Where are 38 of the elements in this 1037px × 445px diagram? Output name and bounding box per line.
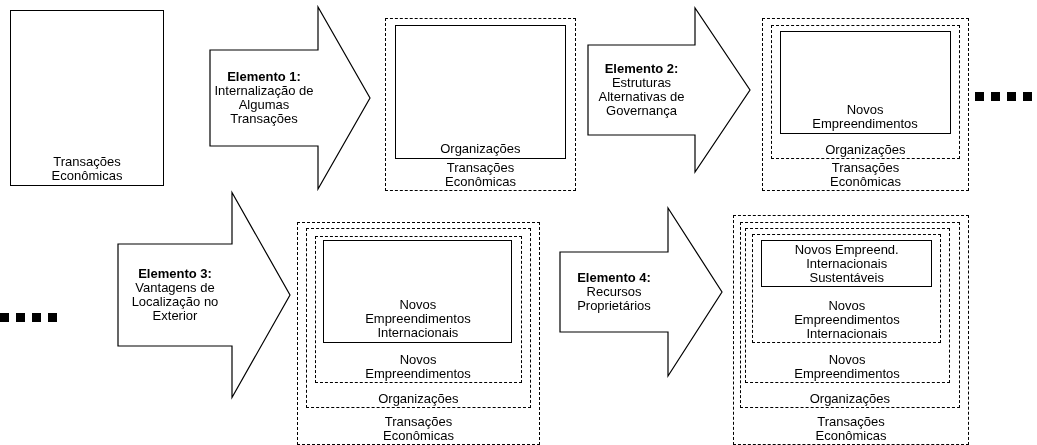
- dashed-frame: [314, 235, 522, 383]
- level-label: Transações Econômicas: [829, 161, 902, 189]
- block-arrow: [117, 190, 291, 400]
- level-label: Organizações: [809, 391, 890, 406]
- level-label: Transações Econômicas: [50, 155, 124, 183]
- level-label: Novos Empreendimentos: [364, 352, 472, 381]
- solid-box: [761, 240, 933, 288]
- level-label: Novos Empreendimentos: [793, 352, 901, 381]
- dashed-frame: [385, 18, 576, 191]
- level-label: Novos Empreend. Internacionais Sustentáveis: [793, 243, 900, 286]
- block-arrow: [209, 4, 371, 192]
- dashed-frame: [305, 227, 531, 408]
- edge-label: Elemento 4: Recursos Proprietários: [576, 271, 652, 313]
- dashed-frame: [762, 18, 969, 191]
- level-label: Organizações: [825, 142, 906, 157]
- block-arrow: [559, 205, 723, 379]
- level-label: Transações Econômicas: [444, 161, 517, 189]
- solid-box: [394, 24, 566, 159]
- level-label: Novos Empreendimentos: [811, 102, 919, 131]
- dashed-frame: [770, 24, 960, 159]
- dashed-frame: [752, 234, 942, 344]
- level-label: Organizações: [440, 141, 521, 156]
- level-label: Organizações: [378, 391, 459, 406]
- level-label: Transações Econômicas: [382, 415, 455, 443]
- solid-box: [323, 240, 513, 344]
- block-arrow: [587, 6, 751, 174]
- dashed-frame: [744, 227, 950, 383]
- level-label: Transações Econômicas: [814, 415, 888, 443]
- dashed-frame: [297, 222, 540, 445]
- solid-box: [10, 10, 164, 186]
- solid-box: [779, 30, 951, 134]
- edge-label: Elemento 2: Estruturas Alternativas de Governança: [597, 62, 686, 118]
- dashed-frame: [739, 221, 960, 408]
- edge-label: Elemento 3: Vantagens de Localização no Exterior: [130, 267, 220, 323]
- edge-label: Elemento 1: Internalização de Algumas Transações: [213, 70, 315, 126]
- level-label: Novos Empreendimentos Internacionais: [793, 299, 901, 342]
- dashed-frame: [733, 215, 969, 445]
- level-label: Novos Empreendimentos Internacionais: [364, 298, 472, 341]
